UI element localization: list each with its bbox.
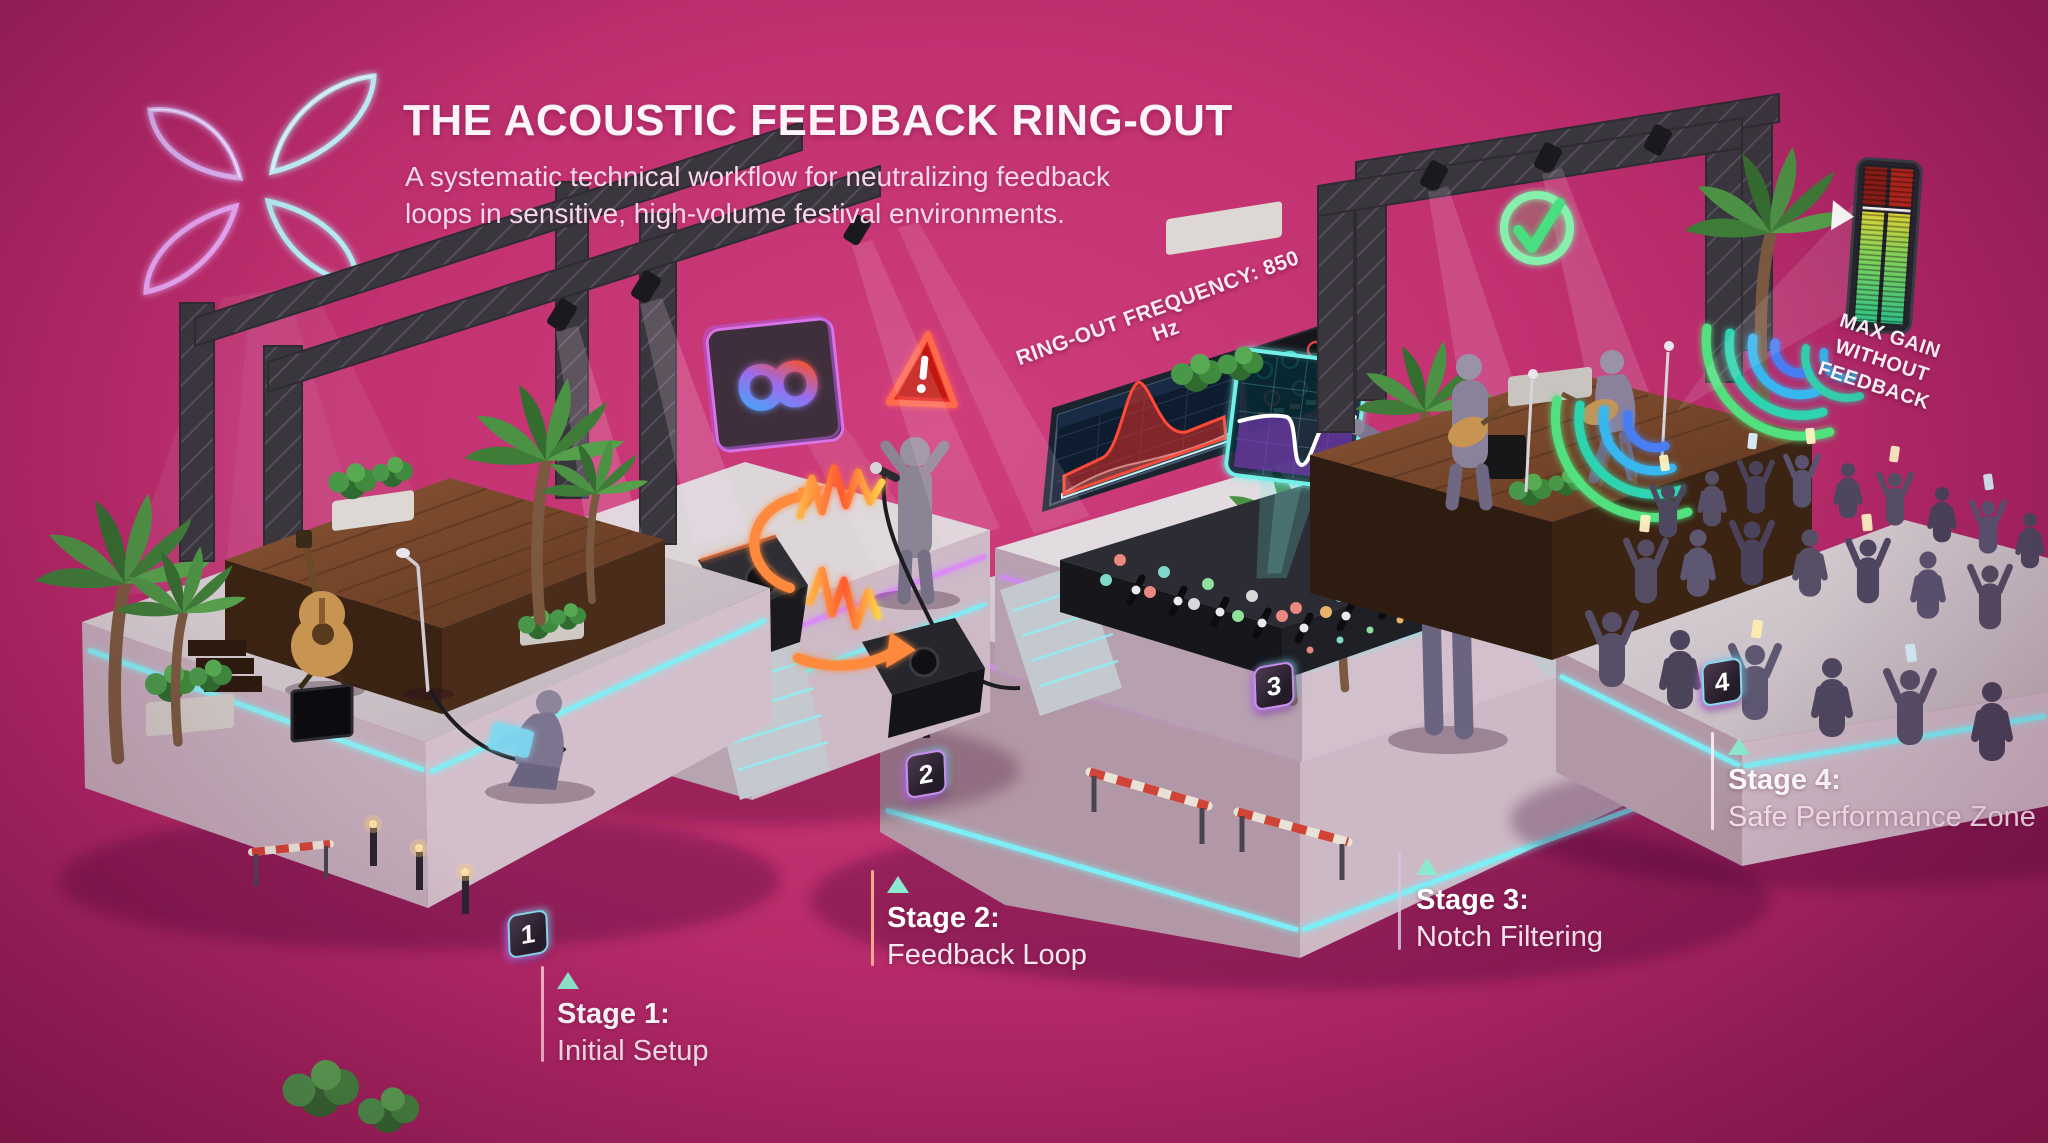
stage-3-label: Stage 3: Notch Filtering [1416,858,1603,954]
stage-2-label: Stage 2: Feedback Loop [887,876,1087,972]
stage-4-tick-line [1711,732,1714,830]
stage-1-pointer-icon [557,972,579,989]
stage-3-pointer-icon [1416,858,1438,875]
badge-2-number: 2 [918,757,934,790]
stage-2-tick-line [871,870,874,966]
meter-light-beam [1675,198,1860,412]
stage-2-pointer-icon [887,876,909,893]
stage-3-tick-line [1398,852,1401,950]
stage-2-title: Stage 2: [887,902,1000,934]
stage-speaker [1478,435,1526,479]
badge-4-number: 4 [1714,665,1730,698]
platform-number-2: 2 [905,748,947,800]
logo-petal-upper-right [268,73,377,176]
hologram-light-cone [1256,478,1319,579]
safe-zone-check-icon [1500,191,1574,265]
performer-guitarist [1445,354,1508,511]
stage-4-description: Safe Performance Zone [1728,801,2036,833]
stage-1-truss [179,120,1090,631]
technician-figure [485,690,595,804]
spotlight [547,214,1090,566]
stage-1-description: Initial Setup [557,1035,709,1067]
crowd-barrier [1085,767,1353,880]
phone-lights [1639,427,1994,663]
stage-2-description: Feedback Loop [887,939,1087,971]
platform-number-4: 4 [1701,656,1743,708]
platform-number-1: 1 [507,908,549,960]
microphone-stand [396,548,567,763]
logo-petal-lower-left [143,202,240,296]
subtitle-line-2: loops in sensitive, high-volume festival… [405,198,1065,229]
page-subtitle: A systematic technical workflow for neut… [405,158,1110,232]
feedback-warning-icon [885,330,958,409]
stage-monitor-display [290,683,354,743]
triangle-pointer-icon [1830,200,1854,231]
stage-4-label: Stage 4: Safe Performance Zone [1728,738,2036,834]
stage-1-label: Stage 1: Initial Setup [557,972,709,1068]
subtitle-line-1: A systematic technical workflow for neut… [405,161,1110,192]
notch-curve [1237,413,1357,468]
stage-4-title: Stage 4: [1728,764,1841,796]
bollard-lights [364,815,474,914]
infinity-loop-icon [738,360,818,411]
feedback-zigzag [796,464,886,630]
audience-crowd [1589,427,2042,761]
stage-4-pointer-icon [1728,738,1750,755]
sound-wave-arcs [1550,323,1864,522]
stage-1-tick-line [541,966,544,1062]
microphone [876,466,900,482]
logo-petal-upper-left [147,107,244,181]
gain-meter-icon [1675,157,1923,412]
page-title: THE ACOUSTIC FEEDBACK RING-OUT [403,96,1233,145]
crowd-barrier [248,840,334,886]
badge-1-number: 1 [520,917,536,950]
stage-3-title: Stage 3: [1416,884,1529,916]
microphone-stand [1524,341,1674,493]
stage-1-title: Stage 1: [557,998,670,1030]
feedback-peak-curve [1062,380,1228,497]
tablet-screen [488,722,534,758]
badge-3-number: 3 [1266,669,1282,702]
platform-number-3: 3 [1253,660,1295,712]
stage-3-description: Notch Filtering [1416,921,1603,953]
